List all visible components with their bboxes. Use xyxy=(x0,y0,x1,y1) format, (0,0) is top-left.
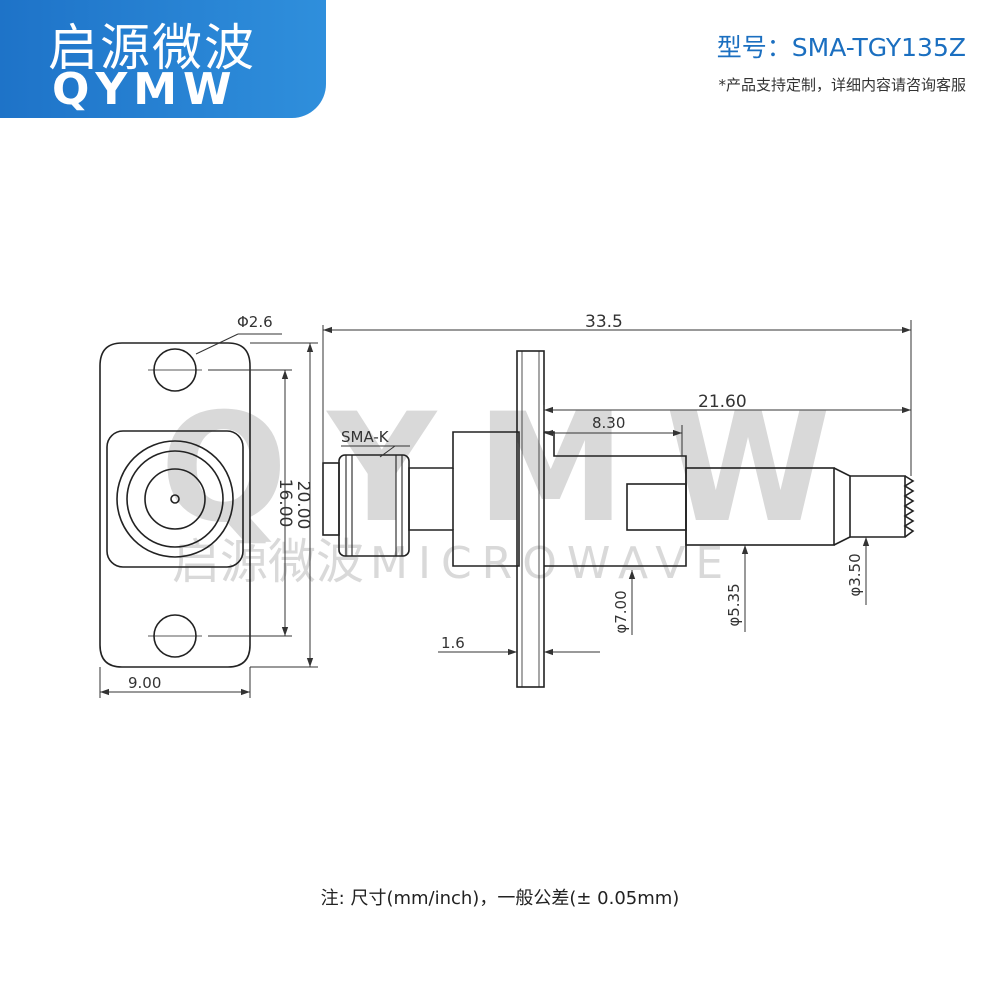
dim-label-hole-spacing: 16.00 xyxy=(275,479,295,528)
watermark-latin: QYMW xyxy=(160,382,871,556)
brand-logo-latin: QYMW xyxy=(52,64,238,115)
dim-label-dia-mid: φ5.35 xyxy=(725,583,743,626)
watermark-text: MICROWAVE xyxy=(370,538,733,589)
front-square-housing xyxy=(106,430,244,568)
front-flange-outline xyxy=(99,342,251,668)
dim-label-flange-width: 9.00 xyxy=(128,674,161,692)
watermark: QYMW 启源微波 MICROWAVE xyxy=(160,382,871,590)
dim-label-hole-diameter: Φ2.6 xyxy=(237,313,273,331)
dim-label-body-length: 8.30 xyxy=(592,414,625,432)
brand-badge: 启源微波 QYMW xyxy=(0,0,326,118)
dim-label-flange-thickness: 1.6 xyxy=(441,634,465,652)
dim-label-total-length: 33.5 xyxy=(585,312,623,332)
front-center-pin xyxy=(170,494,180,504)
front-outer-ring xyxy=(116,440,234,558)
front-thread-ring xyxy=(126,450,224,548)
brand-name: 启源微波 xyxy=(48,19,256,77)
model-title: 型号：SMA-TGY135Z xyxy=(716,33,966,62)
watermark-brand: 启源微波 xyxy=(172,534,364,590)
dimension-labels: Φ2.6 33.5 21.60 8.30 1.6 9.00 16.00 20.0… xyxy=(128,312,864,692)
dim-label-dia-body: φ7.00 xyxy=(612,590,630,633)
cut-edge xyxy=(903,475,915,538)
rear-shaft xyxy=(685,467,835,546)
connector-label: SMA-K xyxy=(341,428,390,446)
hex-body xyxy=(408,431,520,567)
dim-label-rear-length: 21.60 xyxy=(698,392,747,412)
front-dielectric xyxy=(144,468,206,530)
dim-label-dia-tip: φ3.50 xyxy=(846,553,864,596)
thread-lines xyxy=(345,455,403,556)
mounting-flange xyxy=(516,350,545,688)
rear-taper xyxy=(833,467,851,546)
customization-note: *产品支持定制，详细内容请咨询客服 xyxy=(718,76,966,94)
tolerance-note: 注: 尺寸(mm/inch)，一般公差(± 0.05mm) xyxy=(320,888,680,909)
dim-label-flange-height: 20.00 xyxy=(293,481,313,530)
